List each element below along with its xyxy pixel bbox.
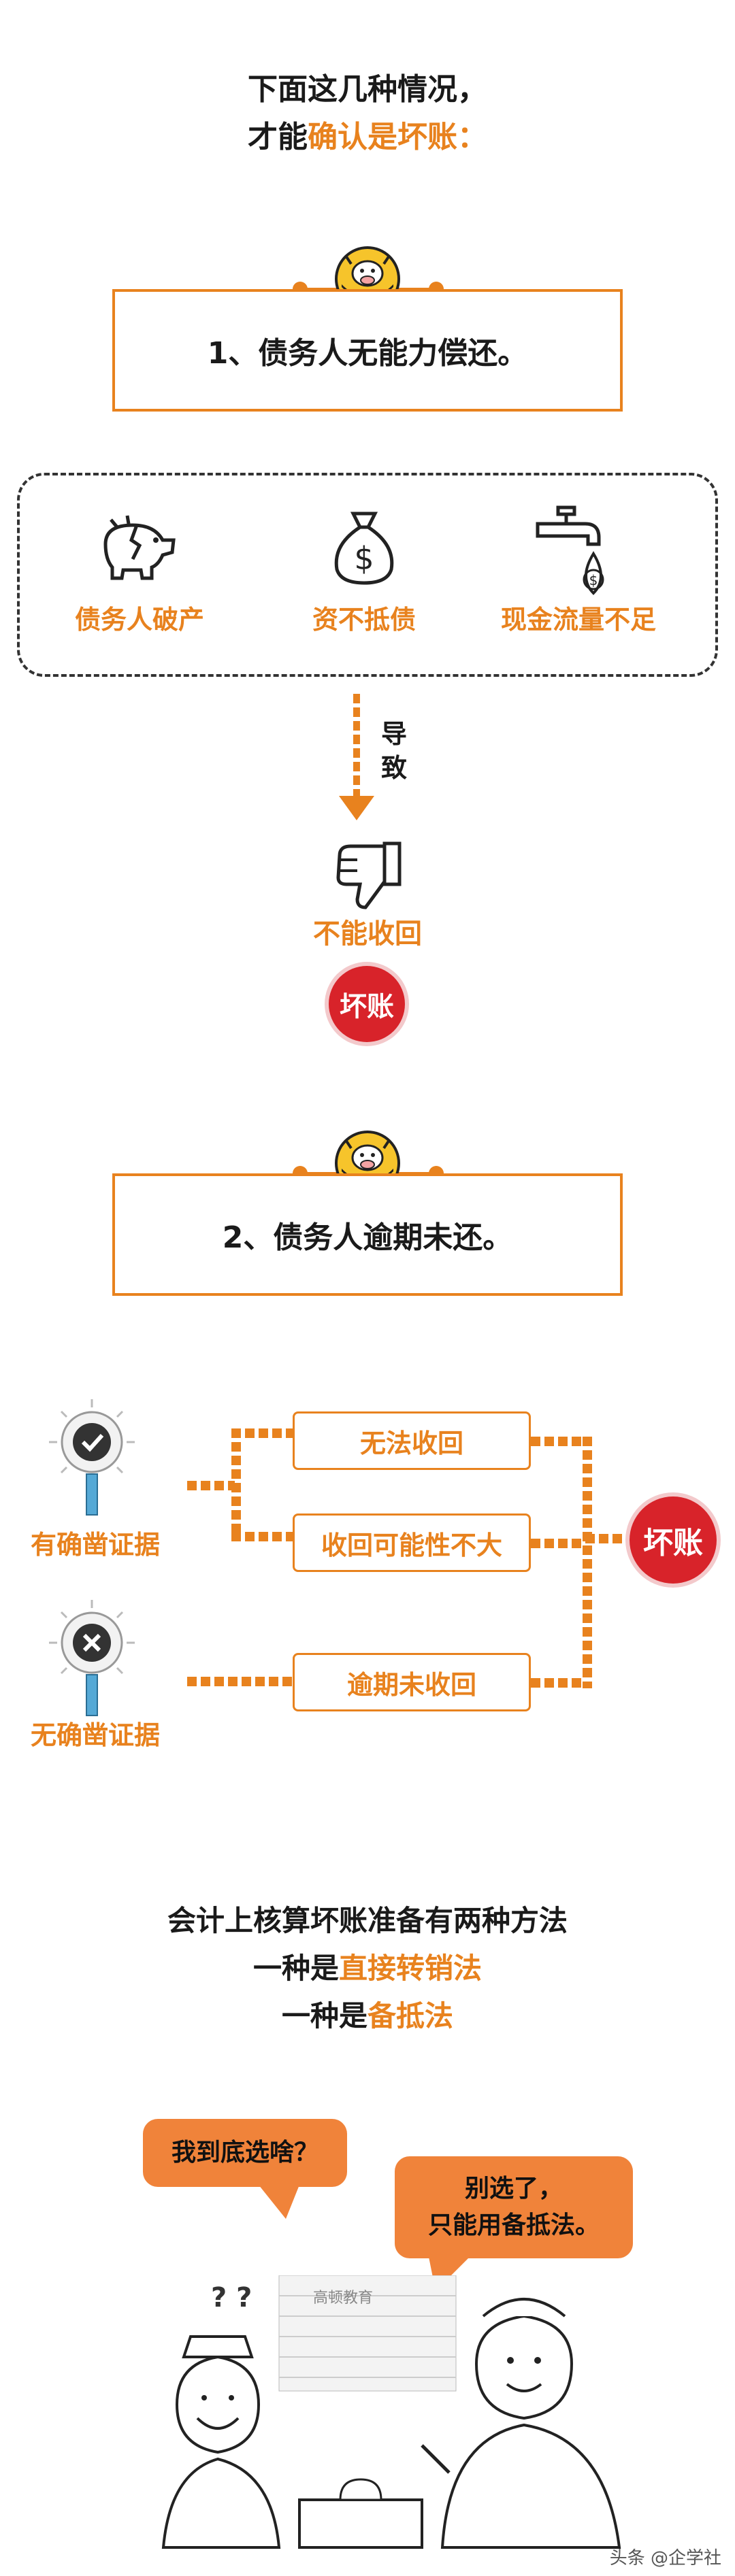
connector-right-bottom: [531, 1678, 585, 1688]
case2-title-box: 2、债务人逾期未还。: [112, 1173, 623, 1296]
connector-top: [231, 1428, 293, 1438]
svg-text:$: $: [589, 572, 598, 588]
dripping-faucet-icon: $: [536, 505, 604, 595]
broken-piggy-bank-icon: [103, 515, 176, 580]
connector-to-badge: [585, 1534, 633, 1543]
methods-line-3-highlight: 备抵法: [368, 1999, 454, 2033]
case1-title: 1、债务人无能力偿还。: [207, 336, 528, 371]
case1-badge-text: 坏账: [340, 991, 394, 1022]
case2-badge-text: 坏账: [643, 1526, 703, 1560]
bubble-right-line-2: 只能用备抵法。: [427, 2211, 600, 2239]
intro-line-2-highlight: 确认是坏账：: [308, 120, 487, 154]
connector-mid: [231, 1532, 293, 1541]
without-evidence-label: 无确凿证据: [30, 1720, 160, 1750]
methods-line-2: 一种是直接转销法: [0, 1945, 735, 1987]
magnifier-cross-icon: [49, 1600, 135, 1716]
connector-no-evidence: [187, 1677, 293, 1686]
svg-text:$: $: [354, 540, 374, 577]
outcome-1-label: 无法收回: [359, 1428, 463, 1458]
connector-right-mid: [531, 1539, 585, 1548]
intro-line-2: 才能确认是坏账：: [0, 112, 735, 156]
reasons-box: [17, 473, 718, 677]
connector-right-vertical: [583, 1437, 592, 1688]
case1-title-box: 1、债务人无能力偿还。: [112, 289, 623, 412]
outcome-3: 逾期未收回: [293, 1653, 531, 1711]
methods-line-2-prefix: 一种是: [252, 1952, 339, 1985]
methods-line-2-highlight: 直接转销法: [339, 1952, 483, 1985]
outcome-2-label: 收回可能性不大: [321, 1530, 502, 1560]
bubble-right-line-1: 别选了，: [464, 2175, 563, 2203]
methods-line-3-prefix: 一种是: [281, 1999, 368, 2033]
watermark: 头条 @企学社: [609, 2548, 721, 2569]
money-bag-icon: $: [334, 512, 394, 585]
thumbs-down-icon: [336, 841, 402, 909]
connector-branch: [231, 1428, 241, 1537]
arrow-label-2: 致: [381, 753, 408, 783]
case1-result: 不能收回: [313, 918, 422, 950]
connector-right-top: [531, 1437, 585, 1446]
bubble-left-text: 我到底选啥？: [171, 2139, 318, 2167]
magnifier-check-icon: [49, 1399, 135, 1516]
case2-title: 2、债务人逾期未还。: [222, 1220, 513, 1255]
connector-evidence: [187, 1481, 235, 1490]
reason-label-3: 现金流量不足: [500, 605, 656, 635]
leads-to-arrowhead-icon: [339, 796, 374, 820]
case2-bad-debt-badge: 坏账: [630, 1496, 717, 1584]
outcome-3-label: 逾期未收回: [346, 1669, 476, 1700]
leads-to-arrow-shaft: [353, 694, 360, 796]
scholars-illustration: [161, 2275, 621, 2549]
speech-bubble-left: 我到底选啥？: [143, 2119, 347, 2187]
speech-bubble-right: 别选了， 只能用备抵法。: [395, 2156, 633, 2258]
intro-line-2-prefix: 才能: [248, 120, 308, 154]
reason-label-1: 债务人破产: [74, 605, 204, 635]
outcome-1: 无法收回: [293, 1411, 531, 1470]
intro-line-1: 下面这几种情况，: [248, 72, 487, 107]
case1-bad-debt-badge: 坏账: [329, 966, 405, 1042]
question-marks: ? ?: [211, 2282, 252, 2313]
methods-line-3: 一种是备抵法: [0, 1993, 735, 2035]
sign-text: 高顿教育: [313, 2290, 374, 2307]
bubble-left-tail: [259, 2185, 299, 2219]
arrow-label-1: 导: [381, 719, 408, 749]
reason-label-2: 资不抵债: [312, 605, 416, 635]
outcome-2: 收回可能性不大: [293, 1513, 531, 1572]
methods-line-1: 会计上核算坏账准备有两种方法: [167, 1904, 568, 1937]
with-evidence-label: 有确凿证据: [30, 1530, 160, 1560]
